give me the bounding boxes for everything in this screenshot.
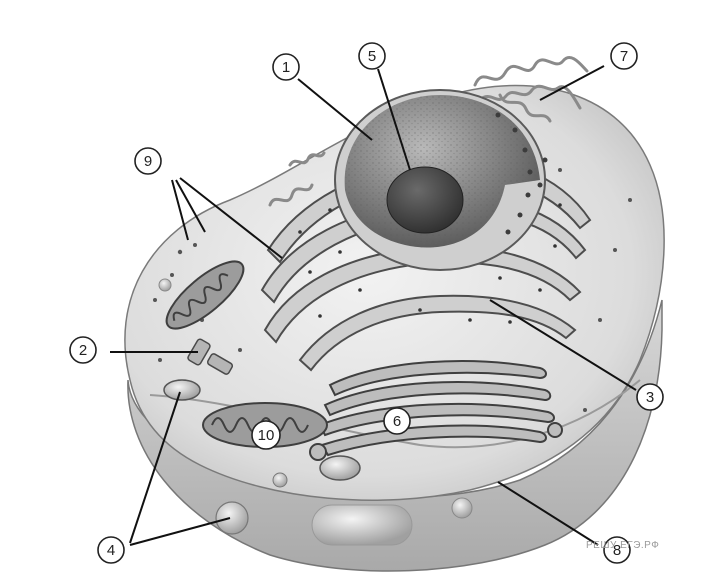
nucleus: [335, 90, 548, 270]
svg-text:2: 2: [79, 342, 87, 359]
nucleolus: [387, 167, 463, 233]
svg-text:1: 1: [282, 59, 290, 76]
svg-text:7: 7: [620, 48, 628, 65]
svg-text:6: 6: [393, 413, 401, 430]
svg-text:9: 9: [144, 153, 152, 170]
label-6: 6: [384, 408, 410, 434]
label-5: 5: [359, 43, 385, 69]
svg-text:4: 4: [107, 542, 115, 559]
svg-text:10: 10: [258, 427, 275, 444]
label-4: 4: [98, 537, 124, 563]
svg-text:3: 3: [646, 389, 654, 406]
label-9: 9: [135, 148, 161, 174]
label-1: 1: [273, 54, 299, 80]
label-2: 2: [70, 337, 96, 363]
watermark: РЕШУ ЕГЭ.РФ: [586, 540, 659, 551]
label-10: 10: [252, 421, 280, 449]
label-3: 3: [637, 384, 663, 410]
label-7: 7: [611, 43, 637, 69]
svg-text:5: 5: [368, 48, 376, 65]
